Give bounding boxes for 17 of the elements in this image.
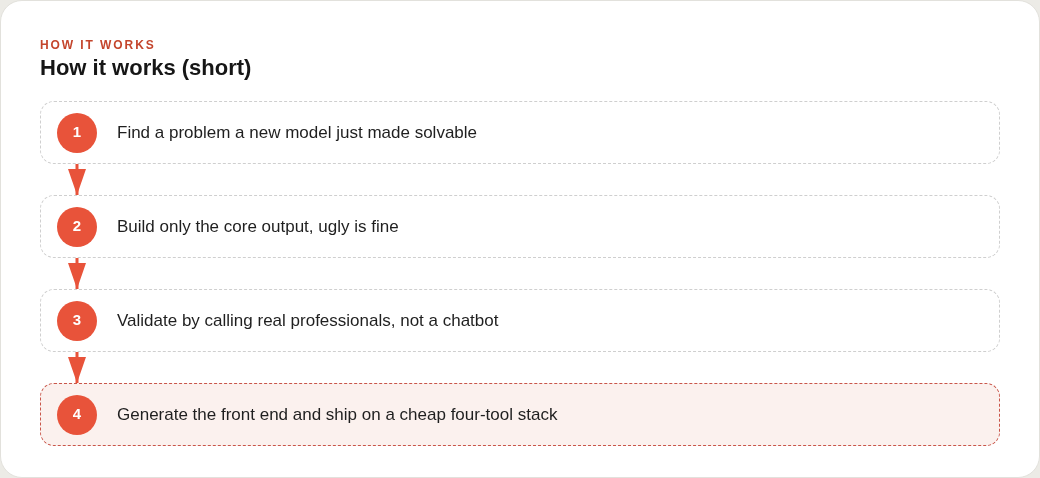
arrow <box>68 352 86 383</box>
heading: How it works (short) <box>40 54 252 82</box>
step-number: 2 <box>57 206 97 247</box>
step-number: 3 <box>57 300 97 341</box>
step-number: 1 <box>57 112 97 153</box>
step-number: 4 <box>57 394 97 435</box>
step-text: Build only the core output, ugly is fine <box>117 215 399 238</box>
step-text: Generate the front end and ship on a cheap four-tool stack <box>117 403 558 426</box>
step-text: Find a problem a new model just made solvable <box>117 121 478 144</box>
arrow <box>68 258 86 289</box>
step-text: Validate by calling real professionals, not a chatbot <box>117 309 499 332</box>
step-box <box>40 383 1000 446</box>
eyebrow-label: HOW IT WORKS <box>40 37 156 53</box>
arrow <box>68 164 86 195</box>
step-box <box>40 101 1000 164</box>
step-box <box>40 195 1000 258</box>
step-box <box>40 289 1000 352</box>
